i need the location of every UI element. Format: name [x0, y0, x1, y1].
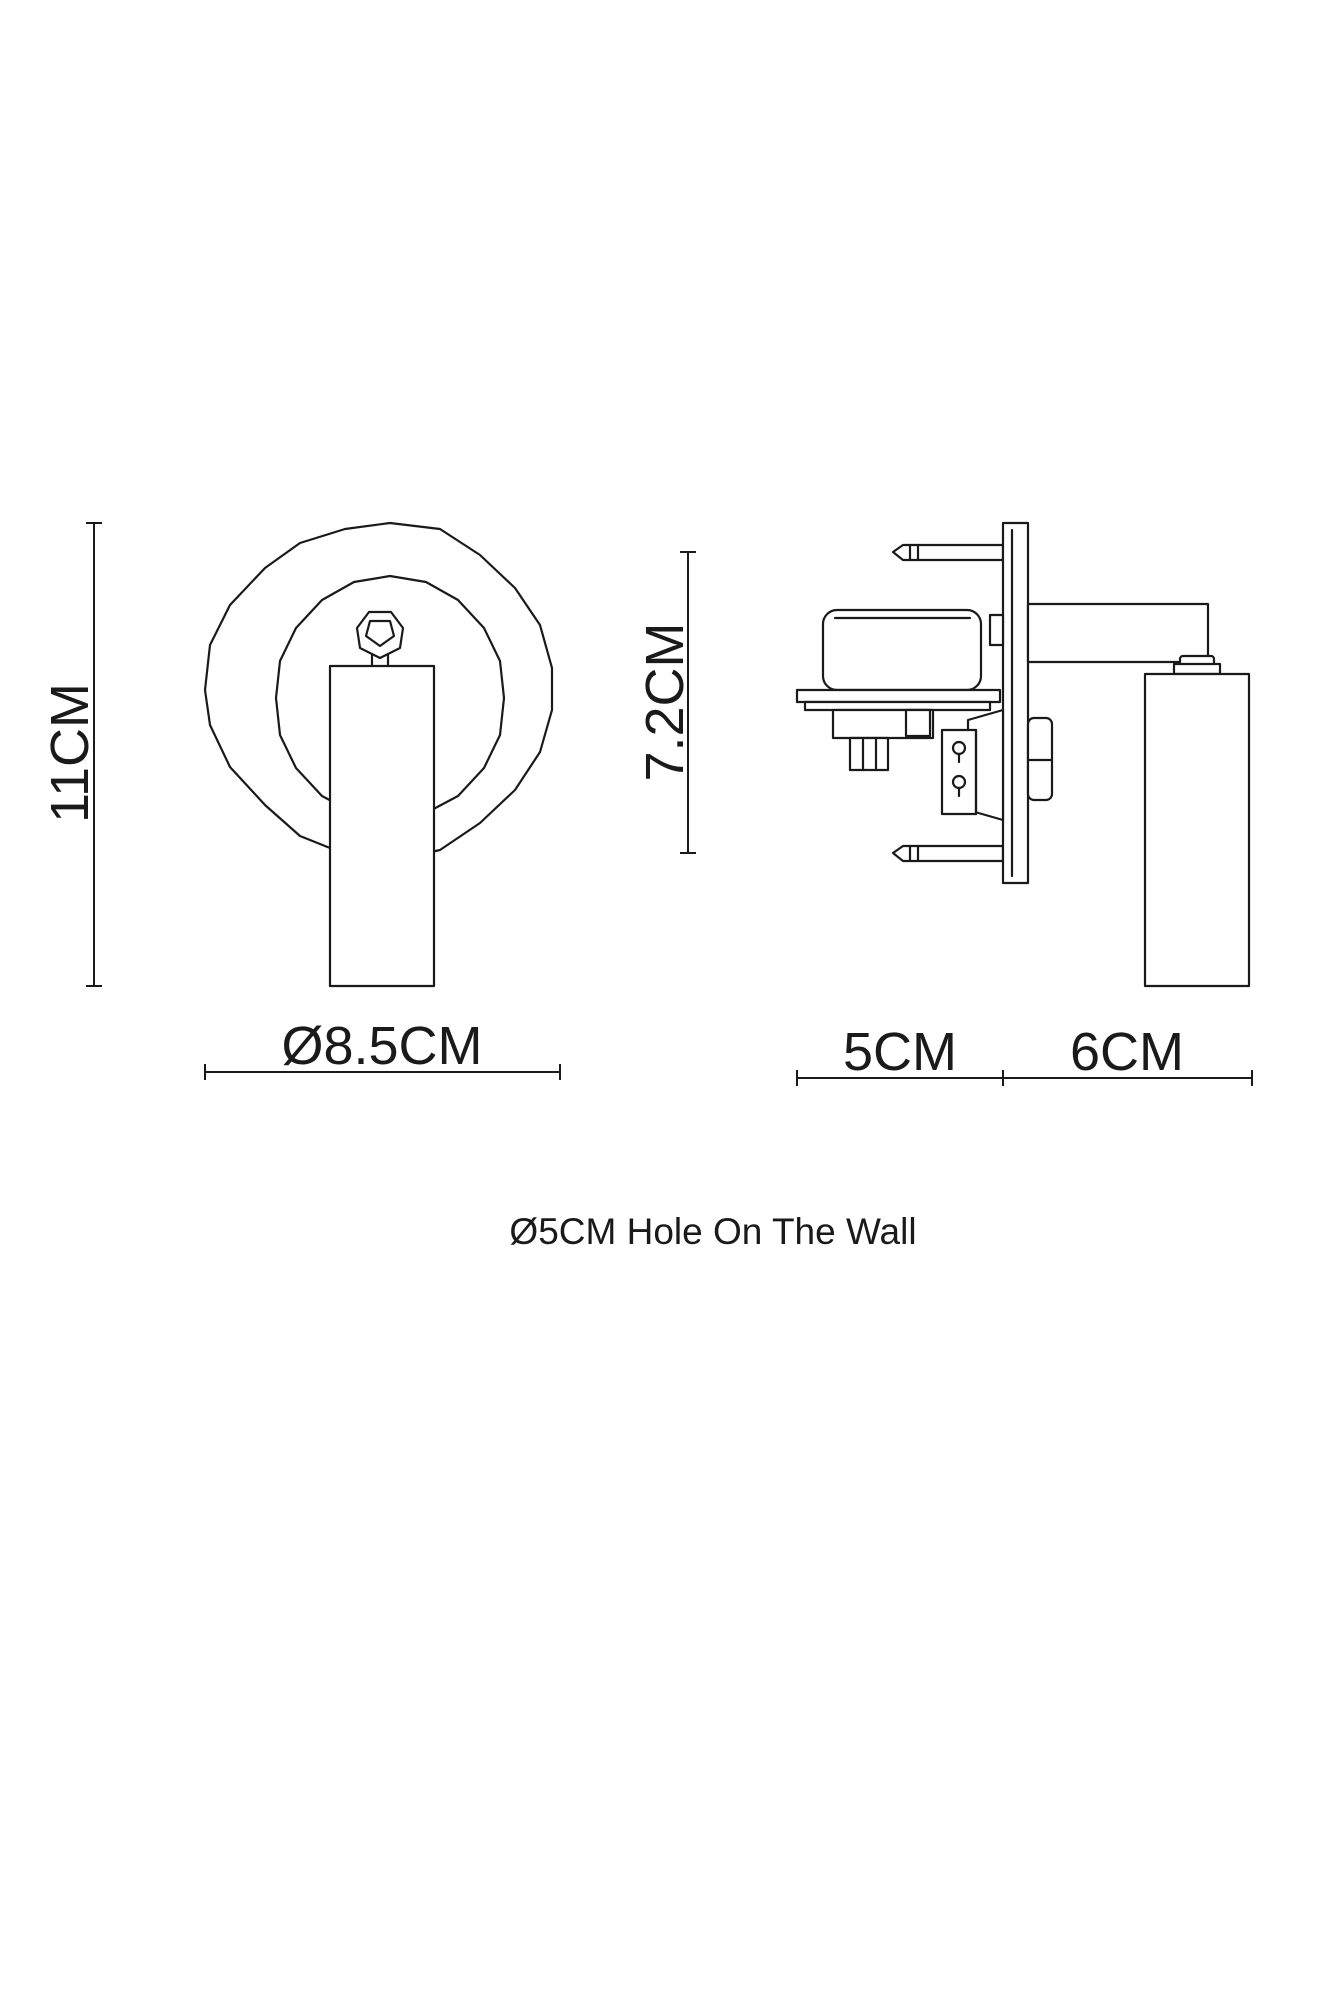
dim-depth-head: 6CM	[1070, 1022, 1184, 1082]
front-view	[203, 521, 554, 988]
side-box-flange	[795, 688, 1002, 704]
side-junction-box	[821, 608, 983, 692]
side-wall-plate	[1001, 521, 1030, 885]
dim-height-plate: 7.2CM	[635, 622, 695, 781]
dimension-lines	[86, 522, 1253, 1086]
dim-height-front: 11CM	[40, 683, 100, 823]
front-cylinder	[328, 664, 436, 988]
dim-depth-base: 5CM	[843, 1022, 957, 1082]
side-cylinder	[1143, 672, 1251, 988]
front-knuckle	[355, 610, 405, 660]
side-terminal-pins	[848, 736, 890, 772]
wall-hole-note: Ø5CM Hole On The Wall	[509, 1211, 916, 1252]
side-arm	[1026, 602, 1210, 664]
side-view	[795, 521, 1251, 988]
dim-diameter-front: Ø8.5CM	[281, 1016, 482, 1076]
front-knuckle-inner	[364, 619, 396, 648]
